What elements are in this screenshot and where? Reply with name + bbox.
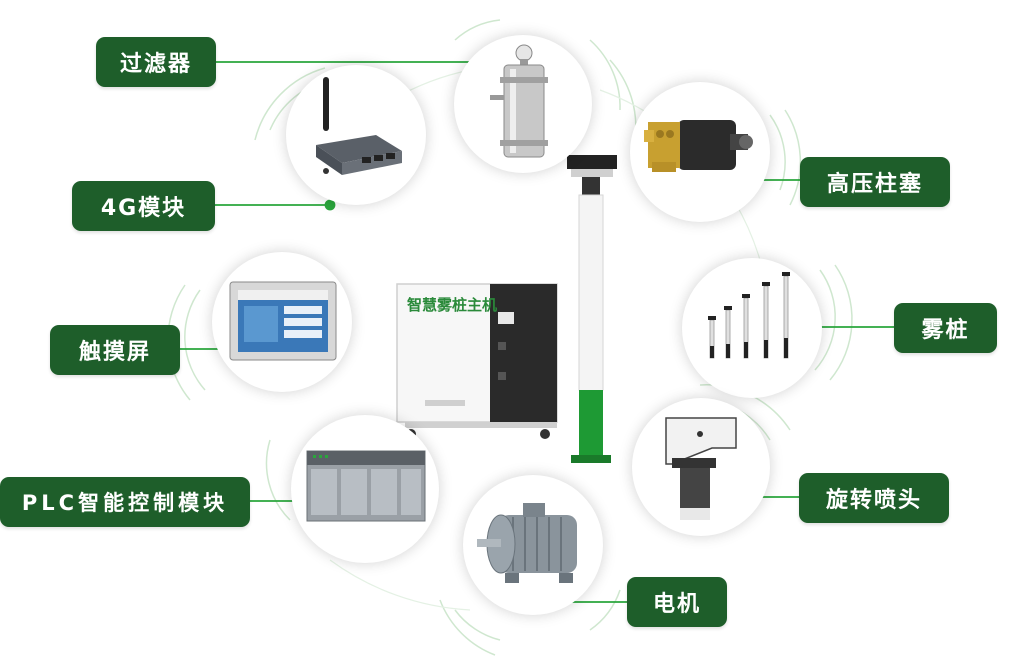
mist-post-icon (708, 272, 790, 359)
filter-image (454, 35, 592, 173)
filter-icon (490, 44, 548, 158)
label-plunger-pump: 高压柱塞 (800, 157, 950, 207)
main-unit-cabinet: 智慧雾桩主机 (396, 283, 558, 439)
rotary-nozzle-icon (665, 417, 737, 520)
touchscreen-image (212, 252, 352, 392)
motor-icon (477, 503, 577, 583)
label-filter: 过滤器 (96, 37, 216, 87)
touchscreen-icon (229, 281, 337, 361)
label-4g-module: 4G模块 (72, 181, 215, 231)
label-plc-module: PLC智能控制模块 (0, 477, 250, 527)
label-motor: 电机 (627, 577, 727, 627)
plunger-pump-icon (644, 120, 753, 172)
motor-image (463, 475, 603, 615)
plc-module-image (291, 415, 439, 563)
label-rotary-nozzle: 旋转喷头 (799, 473, 949, 523)
module-4g-image (286, 65, 426, 205)
plc-module-icon (306, 450, 426, 522)
router-4g-icon (316, 77, 402, 175)
center-mist-post (567, 155, 617, 463)
mist-post-image (682, 258, 822, 398)
plunger-pump-image (630, 82, 770, 222)
label-touchscreen: 触摸屏 (50, 325, 180, 375)
rotary-nozzle-image (632, 398, 770, 536)
label-mist-post: 雾桩 (894, 303, 997, 353)
machine-brand-text: 智慧雾桩主机 (407, 296, 497, 314)
